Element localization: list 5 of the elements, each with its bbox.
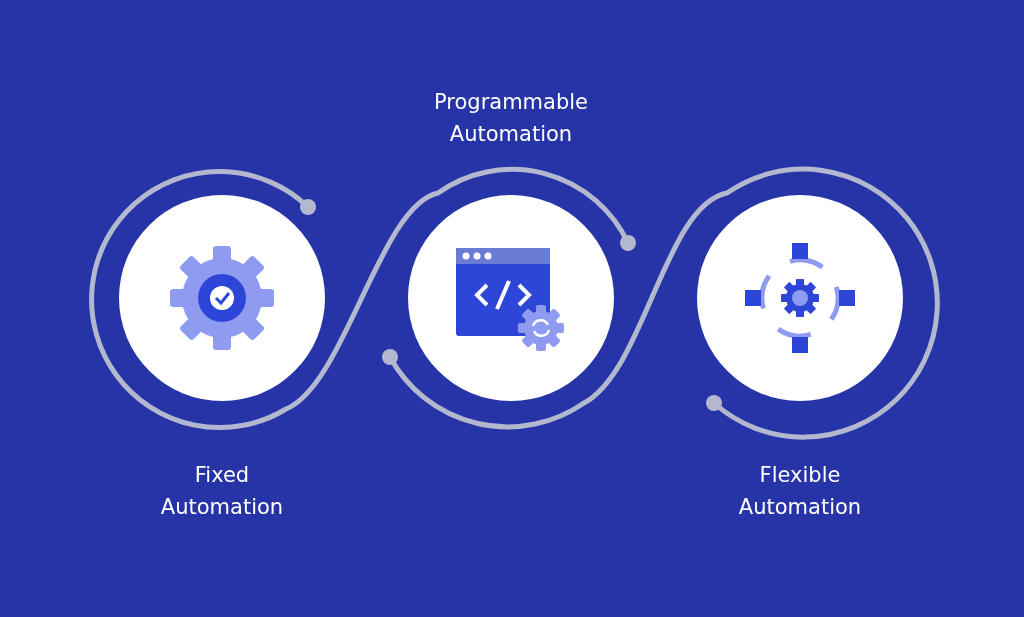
node-label: Programmable Automation (433, 89, 589, 148)
curved-connector (382, 166, 940, 440)
node-label: Flexible Automation (737, 462, 863, 521)
curved-connector (89, 166, 636, 430)
node-label: Fixed Automation (159, 462, 285, 521)
